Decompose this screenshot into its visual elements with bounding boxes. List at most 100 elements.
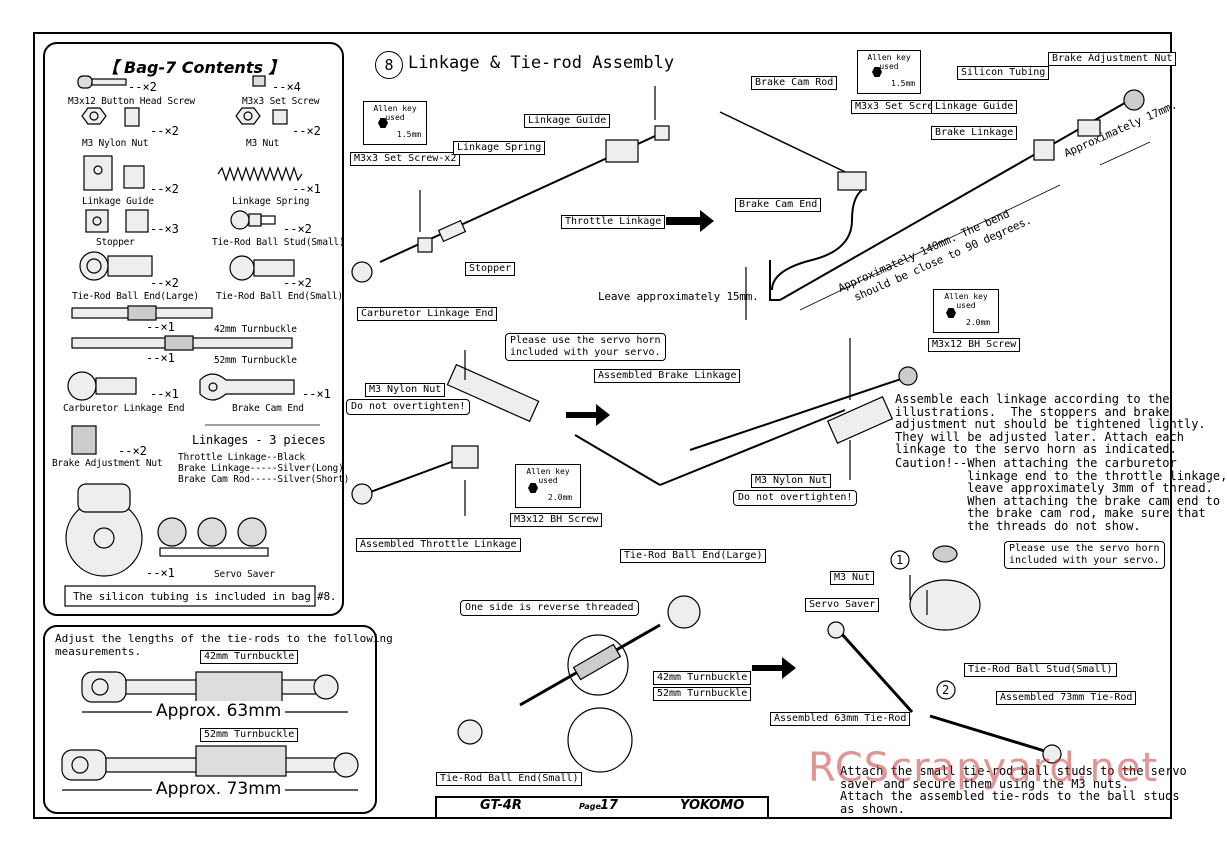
callout-reverse-thread: One side is reverse threaded (460, 600, 639, 616)
qty-button-head-screw: --×2 (128, 80, 157, 94)
callout-brake-adj-nut: Brake Adjustment Nut (1048, 52, 1177, 66)
qty-stopper: --×3 (150, 222, 179, 236)
step-circle-2-label: 2 (942, 683, 950, 697)
qty-ball-end-large: --×2 (150, 276, 179, 290)
label-turnbuckle-42: 42mm Turnbuckle (214, 324, 297, 335)
allen-key-box-4: Allen key used 2.0mm (515, 464, 581, 508)
allen-key-box-2: Allen key used 1.5mm (857, 50, 921, 94)
linkages-line-2: Brake Linkage-----Silver(Long) (178, 463, 344, 474)
servo-horn-note-2: Please use the servo horn included with … (1004, 541, 1165, 569)
throttle-linkage-drawing (351, 86, 670, 283)
label-m3-nut: M3 Nut (246, 138, 280, 149)
qty-turnbuckle-42: --×1 (146, 320, 175, 334)
turnbuckle-52-icon (71, 335, 293, 351)
attach-instructions: Attach the small tie-rod ball studs to t… (840, 764, 1187, 816)
servo-saver-adapters-icon (157, 517, 269, 557)
dimension-lines (799, 141, 1151, 311)
servo-saver-icon (65, 483, 143, 577)
button-head-screw-icon (77, 75, 127, 89)
label-set-screw: M3x3 Set Screw (242, 96, 320, 107)
qty-ball-end-small: --×2 (283, 276, 312, 290)
approx-63mm: Approx. 63mm (152, 701, 286, 721)
label-ball-stud: Tie-Rod Ball Stud(Small) (212, 237, 345, 248)
tierod-overlay (61, 671, 359, 791)
label-ball-end-small: Tie-Rod Ball End(Small) (216, 291, 343, 302)
callout-linkage-spring: Linkage Spring (453, 141, 546, 155)
callout-brake-cam-rod: Brake Cam Rod (751, 76, 838, 90)
step-circle-2 (936, 680, 956, 700)
callout-tie-large: Tie-Rod Ball End(Large) (620, 549, 767, 563)
label-turnbuckle-52: 52mm Turnbuckle (214, 355, 297, 366)
callout-silicon-tubing: Silicon Tubing (957, 66, 1050, 80)
assemble-instructions: Assemble each linkage according to the i… (895, 392, 1206, 456)
brake-adj-nut-icon (71, 425, 97, 455)
callout-stopper: Stopper (465, 262, 516, 276)
linkages-line-3: Brake Cam Rod-----Silver(Short) (178, 474, 350, 485)
allen-key-size: 2.0mm (966, 318, 991, 327)
qty-m3-nut: --×2 (292, 124, 321, 138)
callout-linkage-guide: Linkage Guide (524, 114, 611, 128)
callout-m3-nut: M3 Nut (830, 571, 875, 585)
brake-servo-horn-drawing (574, 338, 918, 486)
servo-horn-note: Please use the servo horn included with … (505, 333, 666, 361)
footer-model: GT-4R (480, 798, 522, 813)
tierod-tb42: 42mm Turnbuckle (200, 650, 299, 664)
allen-key-size: 1.5mm (397, 130, 422, 139)
callout-m3-nylon-nut-2: M3 Nylon Nut (751, 474, 832, 488)
qty-linkage-guide: --×2 (150, 182, 179, 196)
label-stopper: Stopper (96, 237, 135, 248)
callout-tie-small: Tie-Rod Ball End(Small) (436, 772, 583, 786)
allen-key-size: 2.0mm (548, 493, 573, 502)
step-circle-1 (890, 550, 910, 570)
qty-brake-adj-nut: --×2 (118, 444, 147, 458)
footer-page-label: Page (579, 802, 601, 811)
footer-box (435, 796, 769, 818)
linkage-guide-icon (83, 155, 145, 191)
callout-linkage-guide-2: Linkage Guide (931, 100, 1018, 114)
callout-servo-saver: Servo Saver (805, 598, 880, 612)
callout-tb42: 42mm Turnbuckle (653, 671, 752, 685)
callout-throttle-linkage: Throttle Linkage (561, 215, 666, 229)
qty-turnbuckle-52: --×1 (146, 351, 175, 365)
hex-key-icon (528, 483, 538, 493)
step-circle-1-label: 1 (896, 553, 904, 567)
page-frame (33, 32, 1172, 819)
callout-assembled-throttle: Assembled Throttle Linkage (356, 538, 521, 552)
tierod-tb52: 52mm Turnbuckle (200, 728, 299, 742)
approx-73mm: Approx. 73mm (152, 779, 286, 799)
label-ball-end-large: Tie-Rod Ball End(Large) (72, 291, 199, 302)
qty-ball-stud: --×2 (283, 222, 312, 236)
qty-carb-end: --×1 (150, 387, 179, 401)
hex-key-icon (946, 308, 956, 318)
callout-m3x3: M3x3 Set Screw (851, 100, 944, 114)
callout-carb-end: Carburetor Linkage End (357, 307, 498, 321)
progress-arrows (566, 210, 796, 679)
callout-m3x12-bh-2: M3x12 BH Screw (928, 338, 1021, 352)
brake-linkage-drawing (719, 89, 1145, 320)
step-title: Linkage & Tie-rod Assembly (408, 53, 675, 73)
callout-assembled-63: Assembled 63mm Tie-Rod (770, 712, 911, 726)
ball-stud-icon (230, 210, 276, 230)
stopper-icon (85, 209, 149, 233)
label-brake-adj-nut: Brake Adjustment Nut (52, 458, 163, 469)
silicon-note-box (64, 585, 316, 607)
callout-m3x12-bh: M3x12 BH Screw (510, 513, 603, 527)
allen-key-caption: Allen key used (373, 104, 417, 122)
label-linkage-spring: Linkage Spring (232, 196, 310, 207)
callout-ball-stud-small: Tie-Rod Ball Stud(Small) (964, 663, 1117, 677)
ball-end-small-icon (229, 255, 295, 281)
leave-15: Leave approximately 15mm. (598, 290, 759, 303)
caution-instructions: Caution!--When attaching the carburetor … (895, 456, 1227, 533)
tierod-exploded-drawing (457, 595, 701, 773)
bag-title: 【 Bag-7 Contents 】 (102, 58, 285, 77)
nylon-nut-icon (81, 107, 140, 127)
qty-linkage-spring: --×1 (292, 182, 321, 196)
callout-do-not-overtighten: Do not overtighten! (346, 399, 471, 415)
m3-nut-icon (235, 107, 288, 125)
label-carb-end: Carburetor Linkage End (63, 403, 185, 414)
allen-key-caption: Allen key used (867, 53, 911, 71)
allen-key-caption: Allen key used (944, 292, 988, 310)
step-number: 8 (375, 51, 403, 79)
allen-key-caption: Allen key used (526, 467, 570, 485)
label-brake-cam-end: Brake Cam End (232, 403, 304, 414)
